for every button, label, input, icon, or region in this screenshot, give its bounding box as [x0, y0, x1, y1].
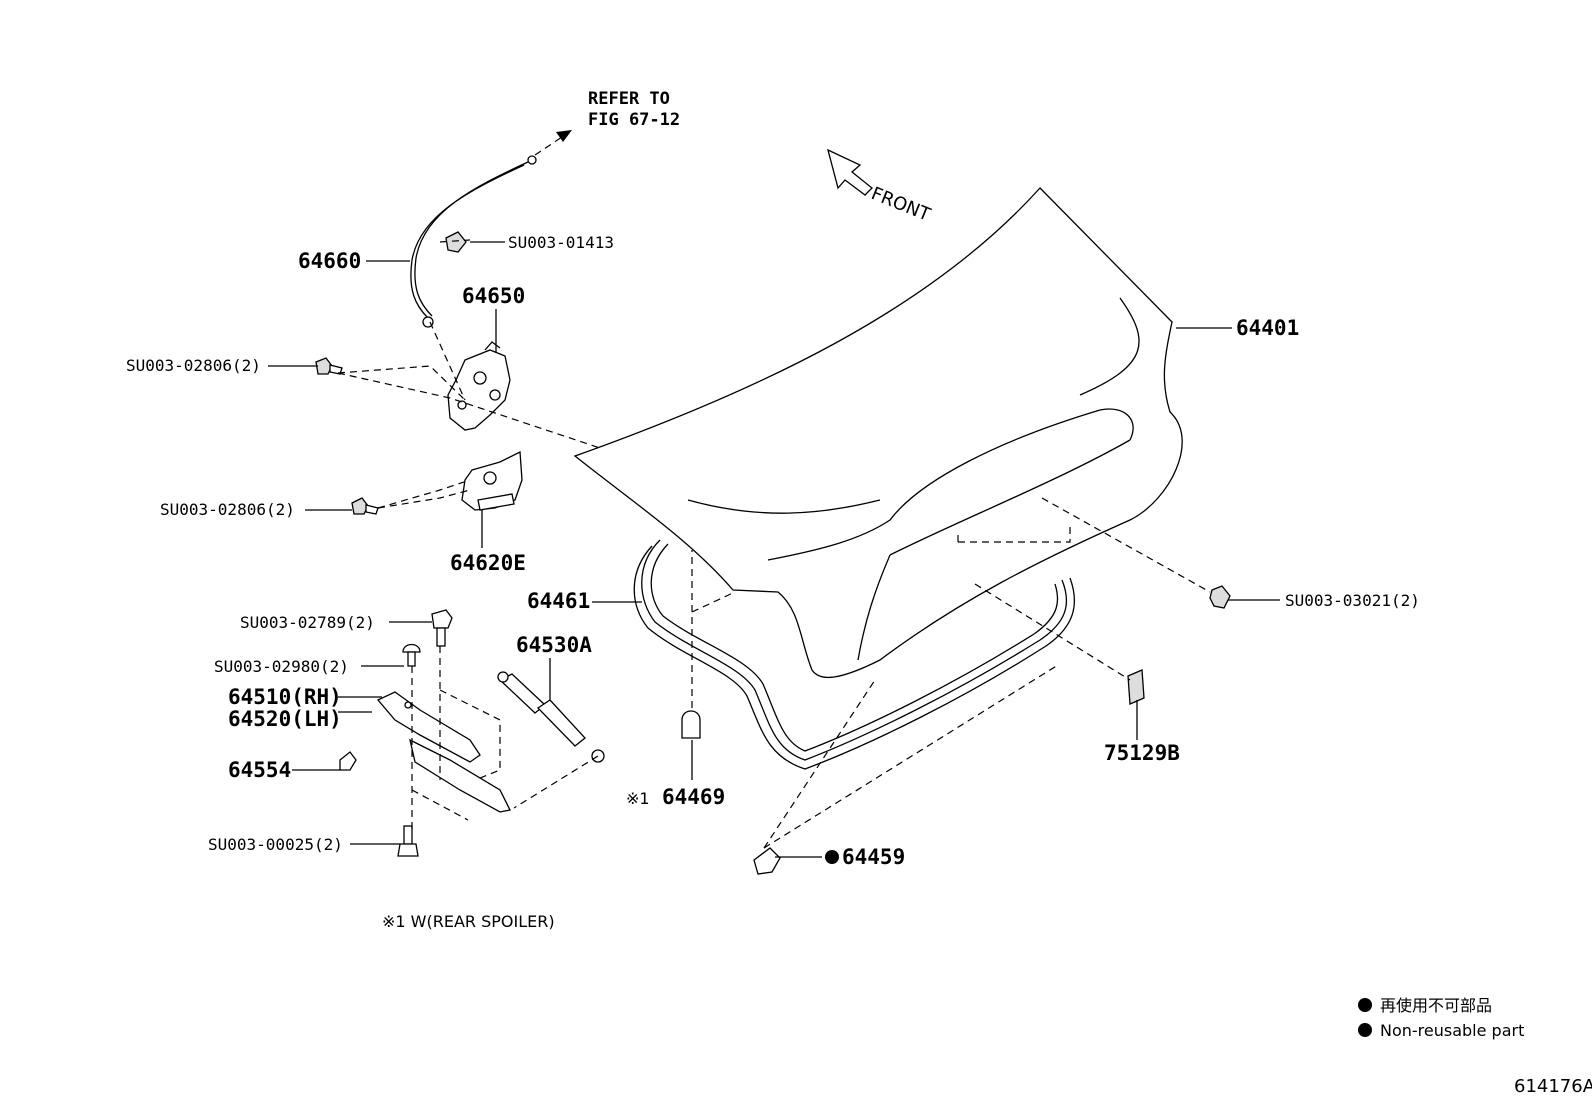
clip-02980	[402, 643, 421, 667]
callout-64469-mark: ※1	[626, 789, 650, 808]
damper-stay	[497, 671, 605, 763]
front-label: FRONT	[868, 183, 934, 226]
bolt-00025	[397, 825, 419, 857]
callout-64650: 64650	[462, 284, 525, 308]
callout-64401: 64401	[1236, 316, 1299, 340]
callout-su02980: SU003-02980(2)	[214, 657, 349, 676]
callout-su02789: SU003-02789(2)	[240, 613, 375, 632]
callout-64510: 64510(RH)	[228, 685, 342, 709]
callout-64520: 64520(LH)	[228, 707, 342, 731]
non-reusable-dot-icon	[825, 850, 839, 864]
bolt-02806-a	[315, 357, 343, 375]
callout-su00025: SU003-00025(2)	[208, 835, 343, 854]
cushion-64459	[753, 847, 781, 875]
bolt-02789	[431, 609, 453, 647]
callout-64620E: 64620E	[450, 551, 526, 575]
callout-su02806-b: SU003-02806(2)	[160, 500, 295, 519]
connection-lines	[337, 239, 1211, 849]
callout-64459: 64459	[842, 845, 905, 869]
release-cable	[410, 155, 537, 328]
legend-jp: 再使用不可部品	[1380, 996, 1492, 1015]
callout-64554: 64554	[228, 758, 291, 782]
legend-en: Non-reusable part	[1380, 1021, 1524, 1040]
trunk-lock	[447, 341, 511, 431]
front-arrow-icon	[827, 148, 873, 196]
bolt-02806-b	[351, 497, 379, 515]
cushion-64469	[681, 710, 701, 739]
stopper-64554	[339, 751, 357, 771]
legend-dot-jp	[1358, 998, 1372, 1012]
label-75129B	[1127, 669, 1145, 705]
callout-64660: 64660	[298, 249, 361, 273]
callout-64530A: 64530A	[516, 633, 592, 657]
footnote: ※1 W(REAR SPOILER)	[382, 912, 555, 931]
weatherstrip	[633, 539, 1076, 770]
trunk-hinge	[376, 691, 511, 813]
callout-75129B: 75129B	[1104, 741, 1180, 765]
callout-su01413: SU003-01413	[508, 233, 614, 252]
callout-64469: 64469	[662, 785, 725, 809]
trunk-lid	[573, 187, 1183, 679]
refer-arrow-icon	[534, 130, 572, 156]
callout-su02806-a: SU003-02806(2)	[126, 356, 261, 375]
legend-dot-en	[1358, 1023, 1372, 1037]
nut-03021	[1209, 585, 1231, 609]
clip-01413	[445, 231, 467, 253]
figure-id: 614176A	[1514, 1076, 1592, 1097]
latch-64620E	[461, 450, 523, 511]
callout-64461: 64461	[527, 589, 590, 613]
leader-lines	[268, 241, 1280, 858]
refer-line1: REFER TO	[588, 89, 670, 109]
refer-line2: FIG 67-12	[588, 110, 680, 130]
callout-su03021: SU003-03021(2)	[1285, 591, 1420, 610]
